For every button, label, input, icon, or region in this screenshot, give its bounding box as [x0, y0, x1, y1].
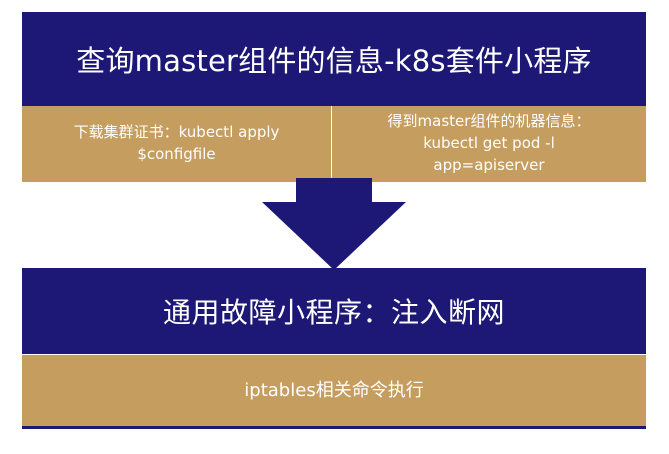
- download-cert-line-2: $configfile: [137, 145, 216, 163]
- iptables-text: iptables相关命令执行: [244, 380, 424, 402]
- master-info-line-1: 得到master组件的机器信息：: [387, 112, 591, 131]
- master-info-line-2: kubectl get pod -l: [423, 134, 555, 153]
- top-header-title: 查询master组件的信息-k8s套件小程序: [76, 44, 592, 78]
- down-arrow-icon: [262, 178, 406, 270]
- bottom-divider: [22, 426, 646, 429]
- bottom-header: 通用故障小程序：注入断网: [22, 268, 646, 354]
- down-arrow-shape: [262, 178, 406, 270]
- top-header: 查询master组件的信息-k8s套件小程序: [22, 12, 646, 106]
- iptables-box: iptables相关命令执行: [22, 354, 646, 428]
- download-cert-line-1: 下载集群证书：kubectl apply: [73, 123, 280, 142]
- download-cert-box: 下载集群证书：kubectl apply $configfile: [22, 106, 332, 182]
- bottom-header-title: 通用故障小程序：注入断网: [162, 296, 505, 329]
- master-info-line-3: app=apiserver: [433, 155, 545, 174]
- master-info-text: 得到master组件的机器信息： kubectl get pod -l app=…: [388, 111, 591, 176]
- master-info-box: 得到master组件的机器信息： kubectl get pod -l app=…: [332, 106, 646, 182]
- download-cert-text: 下载集群证书：kubectl apply $configfile: [74, 122, 280, 166]
